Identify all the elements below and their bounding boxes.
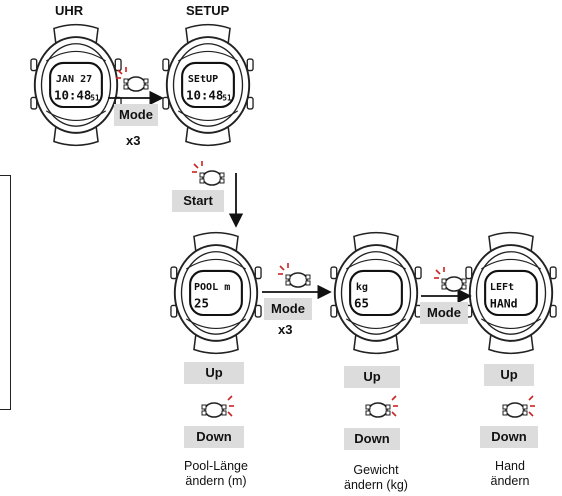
lcd-line2: 10:48 (54, 87, 91, 102)
watch-uhr: JAN 27 10:48 51 (29, 18, 123, 150)
lcd-line2: 10:48 (186, 87, 223, 102)
down-button-label: Down (480, 426, 538, 448)
lcd-line2: 65 (354, 295, 369, 310)
button-press-icon (115, 66, 149, 92)
caption-line: Gewicht (353, 463, 399, 477)
lcd-seconds: 51 (222, 93, 232, 102)
down-button-label: Down (184, 426, 244, 448)
button-press-icon (433, 266, 467, 292)
button-press-icon (277, 262, 311, 288)
header-setup: SETUP (186, 3, 230, 18)
watch-icon: JAN 27 10:48 51 (29, 23, 123, 147)
up-button-label: Up (484, 364, 534, 386)
button-press-icon (502, 395, 536, 418)
button-press-icon (191, 160, 225, 186)
caption-line: Hand (495, 459, 525, 473)
watch-icon: kg 65 (329, 231, 423, 355)
header-uhr: UHR (55, 3, 84, 18)
caption-line: ändern (m) (185, 474, 247, 488)
lcd-seconds: 51 (90, 93, 100, 102)
lcd-line2: HANd (490, 296, 518, 310)
caption-line: Pool-Länge (184, 459, 248, 473)
watch-hand: LEFt HANd (464, 226, 558, 358)
caption-weight: Gewicht ändern (kg) (330, 463, 422, 493)
up-button-label: Up (344, 366, 400, 388)
lcd-line1: POOL m (194, 282, 230, 293)
side-bracket (0, 175, 11, 410)
mode-button-label: Mode (420, 302, 468, 324)
watch-pool: POOL m 25 (169, 226, 263, 358)
watch-setup: SEtUP 10:48 51 (161, 18, 255, 150)
watch-icon: LEFt HANd (464, 231, 558, 355)
lcd-line1: SEtUP (188, 74, 218, 85)
start-button-label: Start (172, 190, 224, 212)
caption-pool: Pool-Länge ändern (m) (168, 459, 264, 489)
up-button-label: Up (184, 362, 244, 384)
watch-icon: POOL m 25 (169, 231, 263, 355)
watch-weight: kg 65 (329, 226, 423, 358)
lcd-line1: JAN 27 (56, 74, 92, 85)
mode-button-label: Mode (114, 104, 158, 126)
repeat-count: x3 (126, 133, 141, 148)
repeat-count: x3 (278, 322, 293, 337)
button-press-icon (201, 395, 235, 418)
button-press-icon (365, 395, 399, 418)
lcd-line1: LEFt (490, 282, 514, 293)
caption-hand: Hand ändern (478, 459, 542, 489)
caption-line: ändern (kg) (344, 478, 408, 492)
down-button-label: Down (344, 428, 400, 450)
lcd-line2: 25 (194, 295, 209, 310)
watch-icon: SEtUP 10:48 51 (161, 23, 255, 147)
caption-line: ändern (490, 474, 530, 488)
lcd-line1: kg (356, 282, 368, 293)
mode-button-label: Mode (264, 298, 312, 320)
